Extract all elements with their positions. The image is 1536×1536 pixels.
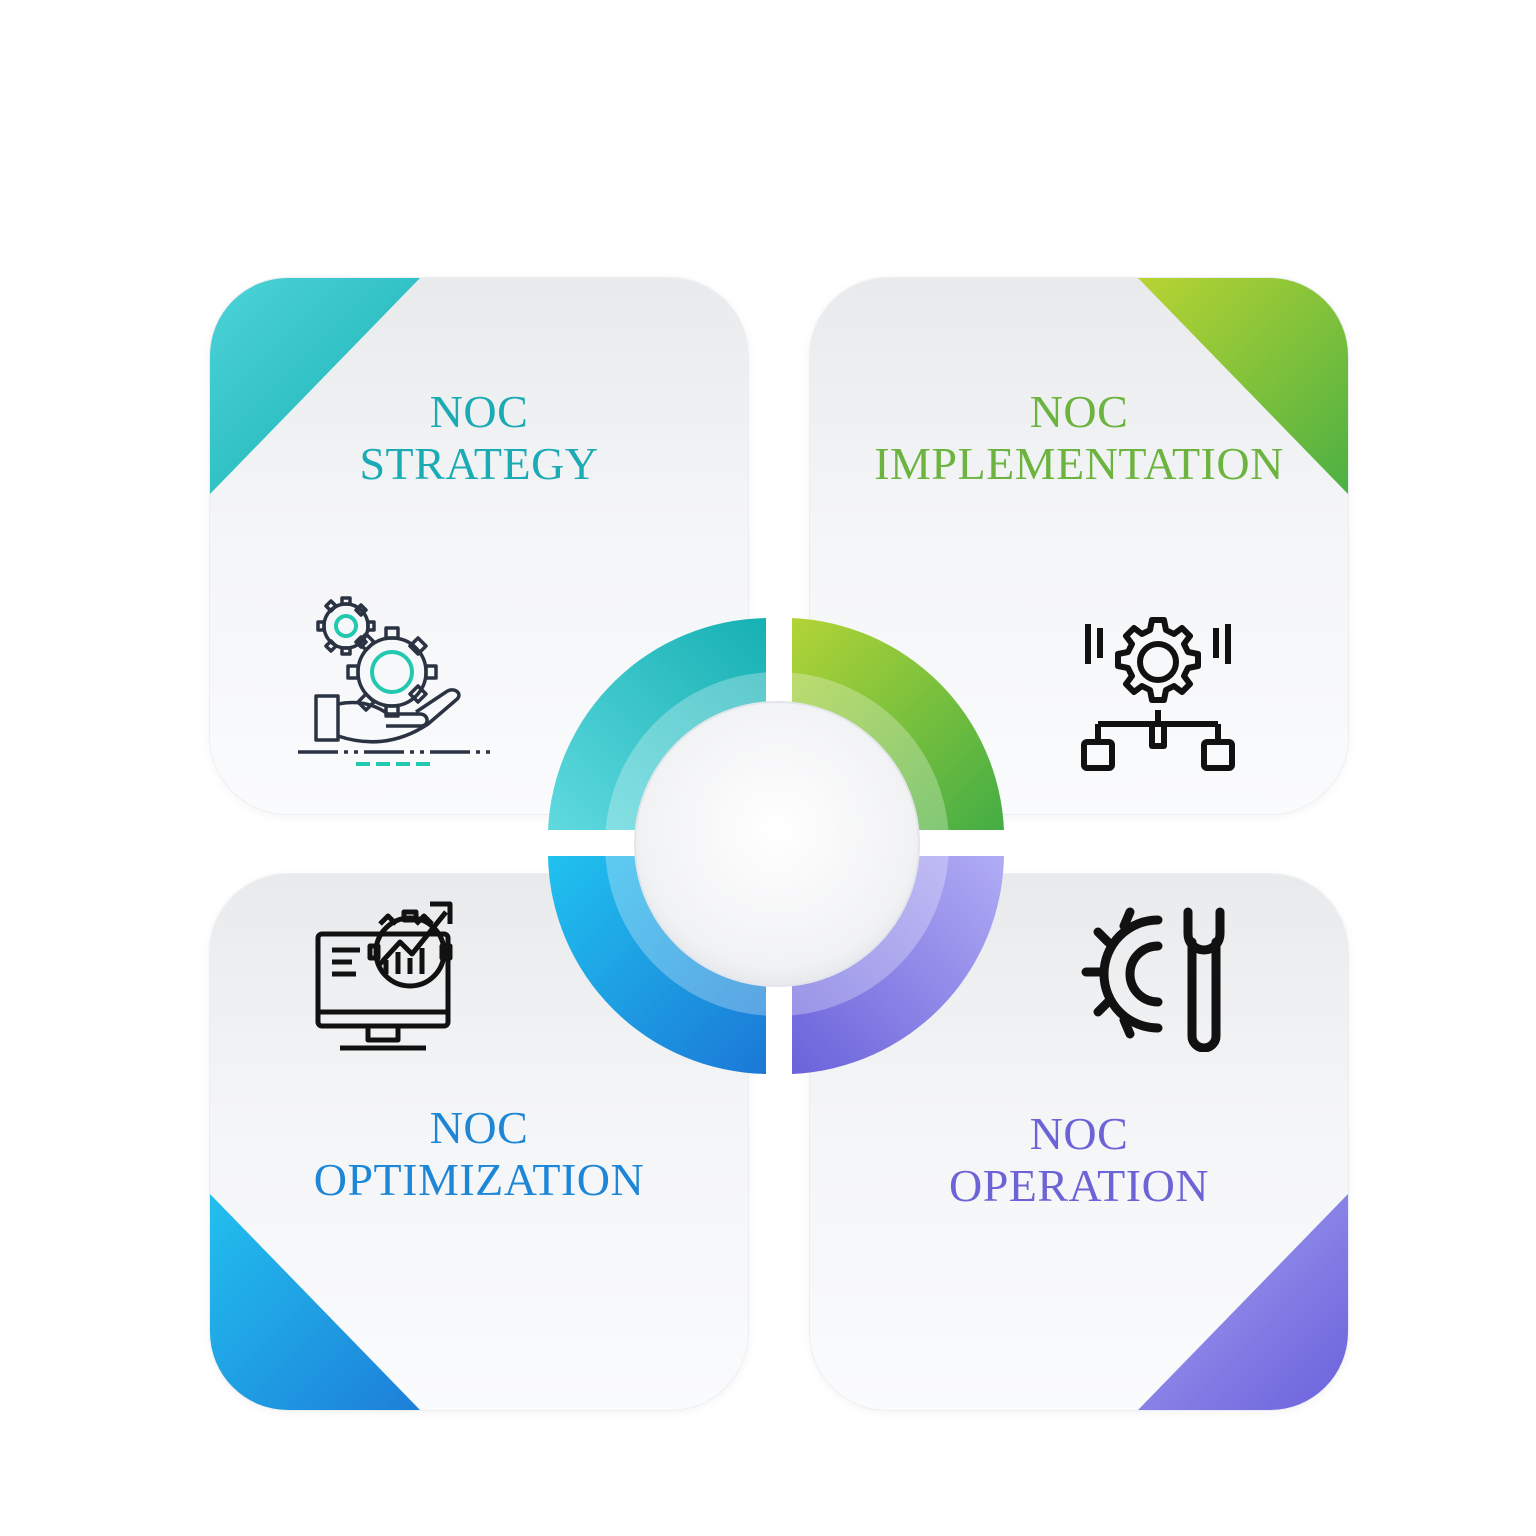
title-line2: IMPLEMENTATION [874,438,1284,489]
title-line1: NOC [1029,386,1129,437]
title-line1: NOC [429,386,529,437]
title-line2: OPERATION [948,1160,1210,1211]
card-title: NOC OPTIMIZATION [210,1102,748,1206]
title-line1: NOC [1029,1108,1129,1159]
title-line1: NOC [429,1102,529,1153]
title-line2: STRATEGY [359,438,599,489]
gear-network-icon [1081,617,1235,771]
card-title: NOC STRATEGY [210,386,748,490]
corner-accent [1138,1194,1348,1410]
gear-wrench-icon [1081,907,1225,1052]
card-title: NOC IMPLEMENTATION [810,386,1348,490]
card-noc-optimization: NOC OPTIMIZATION [210,874,748,1410]
card-title: NOC OPERATION [810,1108,1348,1212]
gears-hand-icon [298,596,494,766]
monitor-growth-gear-icon [315,901,453,1051]
corner-accent [210,1194,420,1410]
card-noc-strategy: NOC STRATEGY [210,278,748,814]
title-line2: OPTIMIZATION [313,1154,645,1205]
